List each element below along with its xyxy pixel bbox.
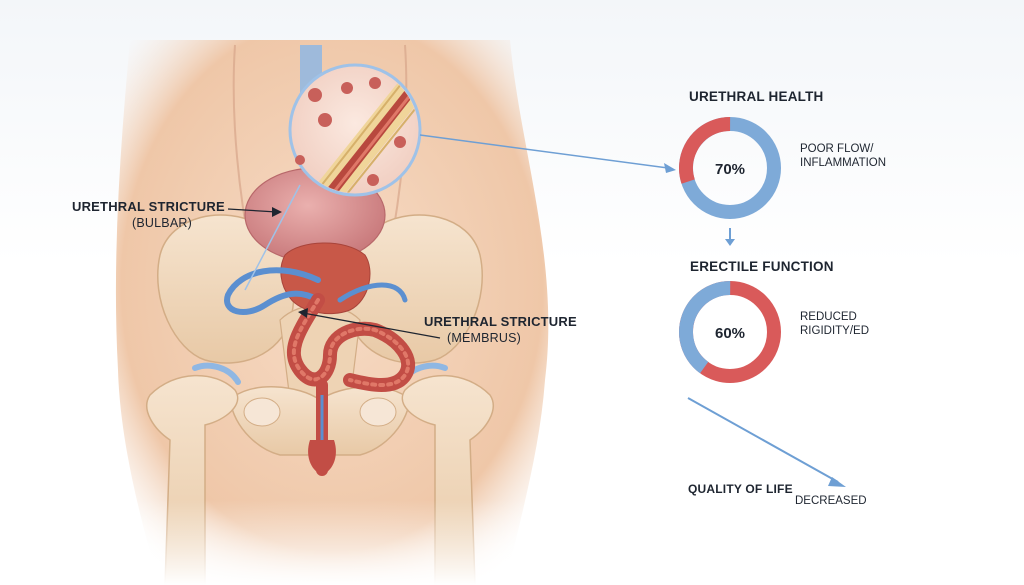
stricture-bulbar-label: URETHRAL STRICTURE (72, 199, 225, 214)
lens-pointer-line (419, 134, 669, 169)
quality-of-life-status: DECREASED (795, 495, 867, 507)
membranous-leader-line (302, 312, 441, 339)
urethral-health-note: POOR FLOW/ INFLAMMATION (800, 143, 887, 169)
erectile-function-donut: 60% (679, 281, 781, 383)
quality-arrow-line (687, 397, 839, 483)
bulbar-leader-line (227, 208, 278, 213)
urethral-health-donut: 70% (679, 117, 781, 219)
stricture-bulbar-sublabel: (BULBAR) (132, 216, 192, 230)
erectile-function-note: REDUCED RIGIDITY/ED (800, 311, 870, 337)
stricture-membranous-label: URETHRAL STRICTURE (424, 314, 577, 329)
erectile-function-percent: 60% (715, 325, 745, 342)
urethral-health-title: URETHRAL HEALTH (689, 89, 824, 104)
urethral-health-percent: 70% (715, 161, 745, 178)
quality-of-life-title: QUALITY OF LIFE (688, 482, 793, 496)
prostate (280, 242, 371, 315)
chevron-down-icon (725, 228, 735, 246)
erectile-function-title: ERECTILE FUNCTION (690, 259, 834, 274)
magnified-lens (288, 63, 422, 197)
stricture-membranous-sublabel: (MEMBRUS) (447, 331, 522, 345)
